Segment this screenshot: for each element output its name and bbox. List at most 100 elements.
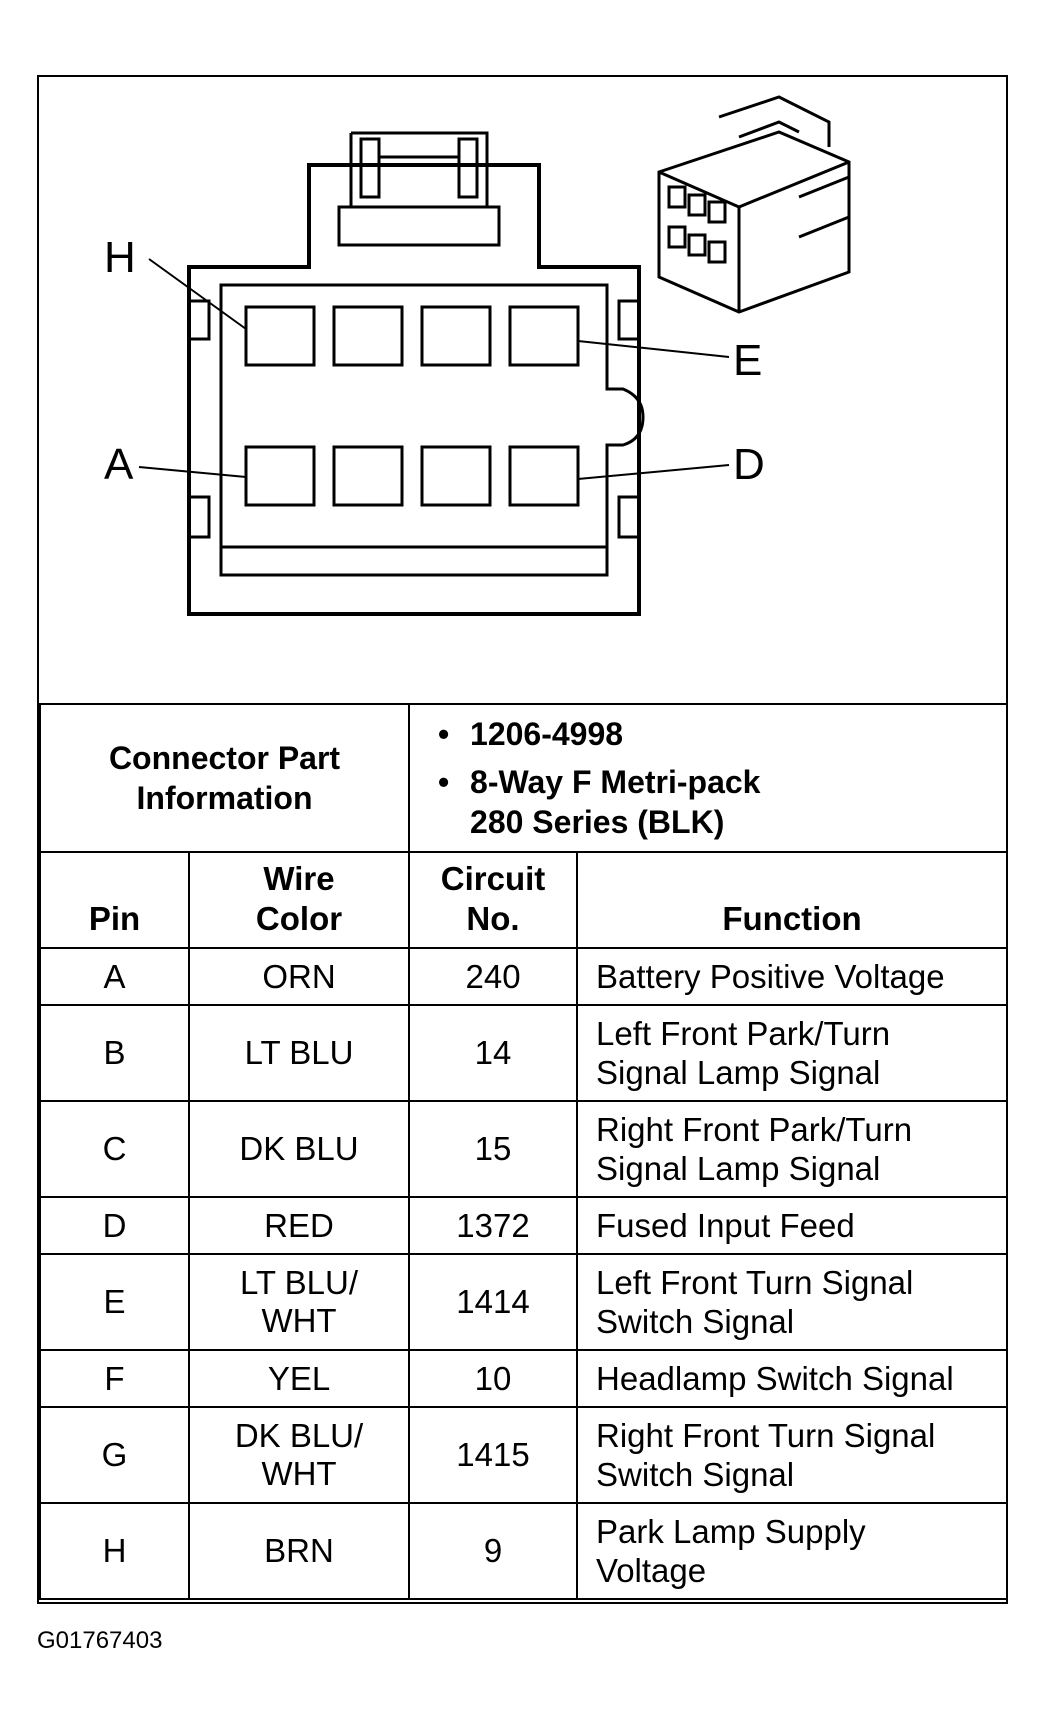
part-number: 1206-4998 [470, 716, 624, 752]
cell-function-line: Signal Lamp Signal [596, 1054, 881, 1091]
pin-label-h: H [104, 233, 136, 282]
connector-info-label-line1: Connector Part [108, 740, 341, 776]
cell-function-line: Headlamp Switch Signal [596, 1360, 954, 1397]
cell-function: Fused Input Feed [576, 1196, 1009, 1255]
cell-wire-color: DK BLU [187, 1100, 411, 1198]
cell-wire-color-line: LT BLU/ [240, 1264, 358, 1301]
cell-pin: H [39, 1502, 190, 1600]
cell-circuit-line: 1415 [456, 1436, 530, 1473]
cell-pin-line: F [104, 1359, 125, 1397]
header-wire-color: Wire Color [187, 851, 411, 949]
cell-circuit: 1414 [408, 1253, 579, 1351]
cell-pin: F [39, 1349, 190, 1408]
cell-wire-color-line: ORN [262, 957, 336, 995]
cell-pin-line: H [102, 1532, 127, 1569]
cell-pin: C [39, 1100, 190, 1198]
cell-pin: E [39, 1253, 190, 1351]
pin-label-d: D [733, 440, 765, 489]
cell-circuit: 1372 [408, 1196, 579, 1255]
cell-wire-color: YEL [187, 1349, 411, 1408]
bullet: • [438, 764, 450, 800]
cell-wire-color-line: BRN [264, 1532, 334, 1569]
cell-function-line: Fused Input Feed [596, 1207, 855, 1244]
cell-function: Battery Positive Voltage [576, 947, 1009, 1006]
cell-function-line: Switch Signal [596, 1456, 795, 1493]
table-header-row: Pin Wire Color Circuit No. Function [39, 851, 1009, 949]
cell-circuit-line: 15 [474, 1130, 512, 1167]
cell-wire-color-line: LT BLU [244, 1034, 354, 1071]
connector-diagram: H E A D [39, 77, 1006, 705]
header-wire-color-line2: Color [255, 900, 343, 937]
cell-circuit: 9 [408, 1502, 579, 1600]
cell-pin-line: D [102, 1206, 127, 1244]
cell-pin-line: E [103, 1283, 126, 1320]
header-function: Function [576, 851, 1009, 949]
header-circuit-line2: No. [466, 900, 520, 937]
cell-pin: B [39, 1004, 190, 1102]
table-row: F YEL 10 Headlamp Switch Signal [39, 1349, 1009, 1408]
figure-id: G01767403 [37, 1627, 163, 1654]
cell-circuit-line: 1372 [456, 1206, 530, 1244]
cell-circuit-line: 14 [474, 1034, 512, 1071]
cell-wire-color: ORN [187, 947, 411, 1006]
cell-pin-line: B [103, 1034, 126, 1071]
cell-function-line: Right Front Park/Turn [596, 1111, 913, 1148]
cell-pin-line: A [103, 957, 126, 995]
cell-pin: D [39, 1196, 190, 1255]
cell-pin: A [39, 947, 190, 1006]
bullet: • [438, 716, 450, 752]
cell-circuit-line: 9 [483, 1532, 503, 1569]
cell-wire-color-line: WHT [261, 1302, 337, 1339]
cell-function-line: Park Lamp Supply [596, 1513, 866, 1550]
cell-wire-color: LT BLU/WHT [187, 1253, 411, 1351]
connector-info-label-line2: Information [136, 780, 313, 816]
cell-circuit-line: 240 [465, 957, 521, 995]
cell-circuit: 15 [408, 1100, 579, 1198]
cell-function: Headlamp Switch Signal [576, 1349, 1009, 1408]
cell-pin-line: G [101, 1436, 128, 1473]
cell-pin-line: C [102, 1130, 127, 1167]
cell-circuit-line: 1414 [456, 1283, 530, 1320]
connector-description-line2: 280 Series (BLK) [470, 804, 725, 840]
header-wire-color-line1: Wire [263, 860, 335, 897]
cell-circuit: 240 [408, 947, 579, 1006]
cell-wire-color: RED [187, 1196, 411, 1255]
cell-wire-color: DK BLU/WHT [187, 1406, 411, 1504]
table-row: D RED 1372 Fused Input Feed [39, 1196, 1009, 1255]
cell-wire-color-line: YEL [267, 1359, 331, 1397]
header-circuit: Circuit No. [408, 851, 579, 949]
cell-function-line: Left Front Park/Turn [596, 1015, 891, 1052]
cell-function-line: Right Front Turn Signal [596, 1417, 936, 1454]
cell-function-line: Battery Positive Voltage [596, 958, 945, 995]
cell-function-line: Signal Lamp Signal [596, 1150, 881, 1187]
cell-pin: G [39, 1406, 190, 1504]
cell-function-line: Left Front Turn Signal [596, 1264, 914, 1301]
pin-label-e: E [733, 336, 762, 385]
cell-circuit: 10 [408, 1349, 579, 1408]
cell-wire-color-line: RED [264, 1206, 334, 1244]
connector-info-row: Connector Part Information • 1206-4998 • 8… [38, 703, 1009, 853]
cell-wire-color-line: WHT [261, 1455, 337, 1492]
connector-info-values: • 1206-4998 • 8-Way F Metri-pack 280 Serie… [408, 703, 1009, 853]
header-circuit-line1: Circuit [440, 860, 546, 897]
connector-figure-frame: H E A D Connector Part Information • 1206… [37, 75, 1009, 1604]
connector-info-label: Connector Part Information [38, 703, 411, 853]
cell-wire-color-line: DK BLU/ [234, 1417, 364, 1454]
cell-wire-color: BRN [187, 1502, 411, 1600]
connector-description-line1: 8-Way F Metri-pack [470, 764, 761, 800]
connector-pinout-table: Connector Part Information • 1206-4998 • 8… [38, 703, 1009, 1600]
connector-face-drawing: H E A D [104, 95, 851, 616]
pin-label-a: A [104, 440, 134, 489]
cell-circuit: 1415 [408, 1406, 579, 1504]
